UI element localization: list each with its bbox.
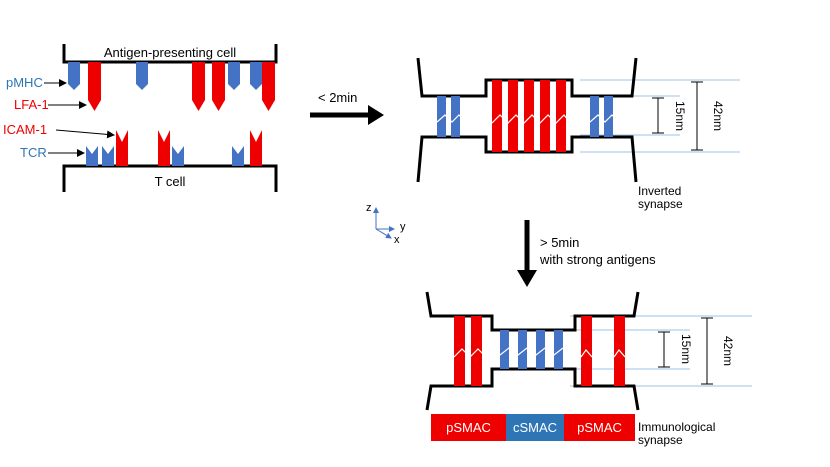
inverted-synapse-panel: 15nm 42nm Inverted synapse — [416, 57, 740, 211]
tcr-pmhc-pair — [536, 330, 545, 369]
lfa1-icam1-pair — [508, 80, 518, 152]
tcr-pmhc-pair — [500, 330, 509, 369]
psmac-right-label: pSMAC — [577, 420, 622, 435]
tcr-label: TCR — [20, 145, 47, 160]
tcr-pmhc-pair — [518, 330, 527, 369]
immunological-dim-42nm: 42nm — [721, 336, 735, 366]
psmac-left-label: pSMAC — [446, 420, 491, 435]
lfa1-icam1-pair — [540, 80, 550, 152]
tcr-molecule — [232, 146, 244, 166]
pmhc-label: pMHC — [6, 75, 43, 90]
pmhc-molecule — [228, 62, 240, 90]
apc-label: Antigen-presenting cell — [104, 45, 236, 60]
immunological-caption-line2: synapse — [638, 433, 683, 447]
icam1-label: ICAM-1 — [3, 122, 47, 137]
inverted-dim-15nm: 15nm — [673, 101, 687, 131]
tcell-label: T cell — [155, 174, 186, 189]
axes-indicator: z y x — [366, 202, 406, 246]
icam1-molecule — [250, 130, 262, 166]
tcr-pmhc-pair — [590, 96, 599, 137]
lfa1-molecule — [212, 62, 225, 111]
lfa1-icam1-pair — [492, 80, 502, 152]
transition-arrow-2: > 5min with strong antigens — [517, 220, 656, 287]
lfa1-icam1-pair — [524, 80, 534, 152]
arrow2-label-line2: with strong antigens — [539, 252, 656, 267]
immunological-synapse-panel: 15nm 42nm pSMAC cSMAC pSMAC Immunologica… — [425, 291, 752, 447]
pmhc-molecule — [250, 62, 262, 90]
arrow1-label: < 2min — [318, 90, 357, 105]
transition-arrow-1: < 2min — [310, 90, 384, 125]
pmhc-molecule — [136, 62, 148, 90]
axis-y-label: y — [400, 221, 406, 233]
apc-membrane — [62, 44, 278, 64]
tcr-pmhc-pair — [604, 96, 613, 137]
immunological-dim-15nm: 15nm — [679, 334, 693, 364]
csmac-label: cSMAC — [513, 420, 557, 435]
tcr-pmhc-pair — [554, 330, 563, 369]
lfa1-molecule — [262, 62, 275, 111]
inverted-caption-line1: Inverted — [638, 184, 681, 198]
icam1-molecule — [116, 130, 128, 166]
inverted-dim-42nm: 42nm — [711, 101, 725, 131]
csmac-segment — [506, 414, 564, 441]
arrow2-label-line1: > 5min — [540, 235, 579, 250]
inverted-caption-line2: synapse — [638, 197, 683, 211]
tcr-pmhc-pair — [451, 96, 460, 137]
initial-contact-panel: Antigen-presenting cell T cell pMHC LFA-… — [3, 44, 278, 192]
tcr-pmhc-pair — [437, 96, 446, 137]
axis-z-label: z — [366, 202, 372, 214]
psmac-left-segment — [431, 414, 506, 441]
lfa1-molecule — [88, 62, 101, 111]
tcr-molecule — [102, 146, 114, 166]
psmac-right-segment — [564, 414, 635, 441]
pmhc-molecule — [68, 62, 80, 90]
lfa1-molecule — [192, 62, 205, 111]
tcr-molecule — [86, 146, 98, 166]
axis-x-label: x — [394, 234, 400, 246]
lfa1-label: LFA-1 — [14, 97, 49, 112]
lfa1-icam1-pair — [556, 80, 566, 152]
icam1-molecule — [158, 130, 170, 166]
tcr-molecule — [172, 146, 184, 166]
immunological-caption-line1: Immunological — [638, 420, 715, 434]
